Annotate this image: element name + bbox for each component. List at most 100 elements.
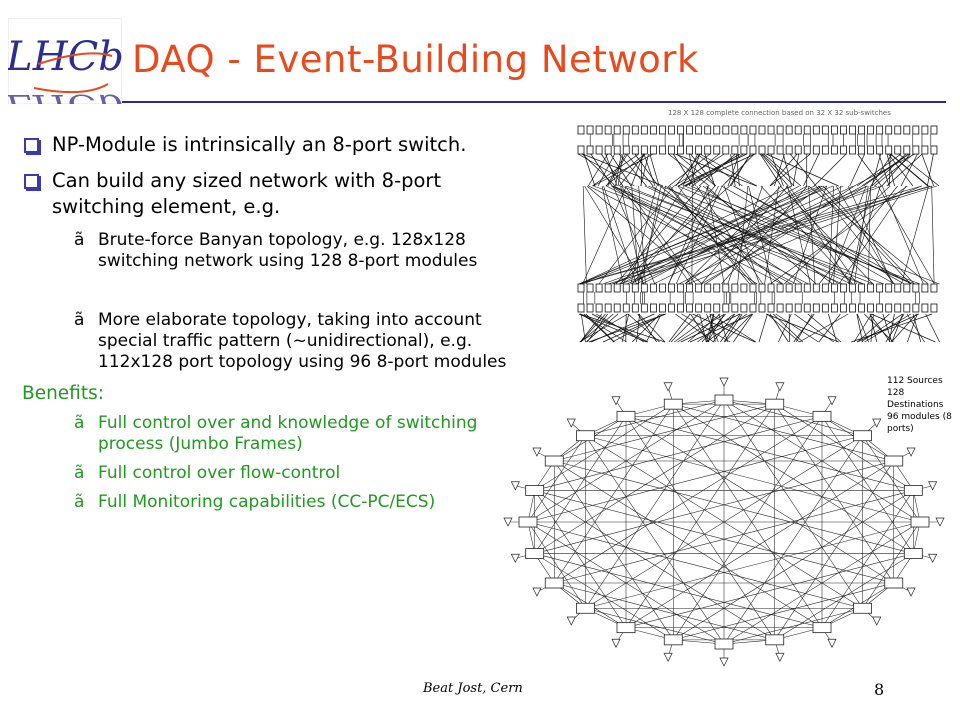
- banyan-link: [697, 313, 735, 343]
- switch-port: [849, 283, 856, 293]
- banyan-link: [799, 313, 849, 343]
- ring-port: [827, 396, 837, 406]
- switch-port: [731, 303, 739, 313]
- banyan-link: [611, 185, 758, 285]
- banyan-link: [634, 153, 659, 187]
- switch-port: [767, 125, 775, 135]
- banyan-link: [579, 313, 603, 343]
- ring-module: [576, 602, 595, 614]
- ring-port: [532, 587, 542, 597]
- ring-port: [928, 553, 938, 564]
- banyan-link: [868, 185, 871, 285]
- switch-port: [695, 303, 703, 313]
- ring-link: [554, 490, 914, 584]
- banyan-link: [835, 185, 894, 285]
- banyan-link: [851, 313, 933, 343]
- banyan-link: [857, 153, 882, 187]
- switch-port: [867, 125, 875, 135]
- ring-link: [585, 399, 725, 609]
- switch-port: [830, 283, 838, 293]
- switch-port: [731, 145, 739, 155]
- banyan-link: [871, 313, 936, 343]
- switch-port: [858, 145, 865, 155]
- ring-link: [723, 399, 863, 609]
- switch-port: [586, 283, 594, 293]
- benefit-item: ã Full control over flow-control: [22, 463, 522, 484]
- banyan-link: [765, 153, 839, 187]
- switch-port: [930, 145, 938, 155]
- banyan-link: [789, 153, 817, 187]
- switch-port: [921, 303, 929, 313]
- switch-port: [767, 303, 775, 313]
- banyan-link: [582, 185, 627, 285]
- ring-port: [719, 657, 729, 667]
- banyan-link: [579, 185, 933, 285]
- switch-port: [704, 125, 712, 135]
- banyan-link: [649, 153, 660, 187]
- ring-port: [611, 638, 621, 649]
- switch-port: [713, 125, 721, 135]
- switch-port: [776, 125, 784, 135]
- banyan-link: [881, 153, 911, 187]
- banyan-link: [888, 153, 891, 187]
- banyan-link: [870, 313, 874, 343]
- banyan-link: [727, 153, 740, 187]
- banyan-link: [931, 185, 935, 285]
- slide-title: DAQ - Event-Building Network: [132, 38, 699, 81]
- ring-link: [534, 416, 823, 491]
- switch-port: [740, 145, 748, 155]
- switch-port: [912, 145, 920, 155]
- banyan-link: [613, 185, 843, 285]
- banyan-link: [612, 185, 824, 285]
- arrow-bullet-icon: ã: [74, 463, 85, 483]
- ring-module: [714, 394, 734, 406]
- banyan-link: [626, 185, 868, 285]
- ring-port: [663, 382, 673, 392]
- switch-port: [722, 303, 730, 313]
- ring-link: [862, 435, 921, 523]
- switch-port: [876, 125, 884, 135]
- square-bullet-icon: [24, 138, 39, 153]
- bullet-np-module: NP-Module is intrinsically an 8-port swi…: [22, 132, 522, 158]
- ring-module: [884, 577, 904, 589]
- ring-link: [534, 403, 775, 554]
- switch-port: [695, 283, 703, 293]
- switch-port: [659, 145, 666, 155]
- switch-port: [894, 145, 902, 155]
- ring-port: [906, 587, 916, 597]
- banyan-link: [630, 153, 644, 187]
- ring-link: [554, 404, 674, 584]
- switch-port: [894, 303, 902, 313]
- ring-link: [585, 608, 725, 645]
- switch-port: [659, 283, 666, 293]
- ring-link: [673, 490, 914, 641]
- switch-port: [686, 283, 693, 293]
- switch-port: [840, 283, 847, 293]
- banyan-link: [621, 185, 691, 285]
- ring-link: [625, 416, 914, 491]
- switch-port: [640, 125, 648, 135]
- banyan-link: [626, 153, 654, 187]
- ring-port: [928, 481, 938, 491]
- banyan-link: [606, 153, 627, 187]
- banyan-link: [877, 185, 935, 285]
- ring-port: [510, 553, 520, 564]
- switch-port: [586, 145, 594, 155]
- ring-link: [774, 404, 894, 584]
- ring-link: [527, 521, 863, 609]
- banyan-link: [764, 185, 779, 285]
- banyan-link: [676, 153, 716, 187]
- benefit-text: Full Monitoring capabilities (CC-PC/ECS): [98, 492, 436, 512]
- switch-port: [650, 303, 657, 313]
- ring-port: [906, 447, 916, 457]
- switch-port: [812, 283, 820, 293]
- switch-port: [677, 125, 684, 135]
- banyan-link: [838, 185, 907, 285]
- banyan-link: [723, 185, 760, 285]
- banyan-link: [803, 153, 820, 187]
- banyan-link: [706, 185, 725, 285]
- ring-module: [765, 634, 785, 646]
- banyan-link: [718, 313, 728, 343]
- switch-port: [740, 303, 748, 313]
- banyan-link: [689, 313, 753, 343]
